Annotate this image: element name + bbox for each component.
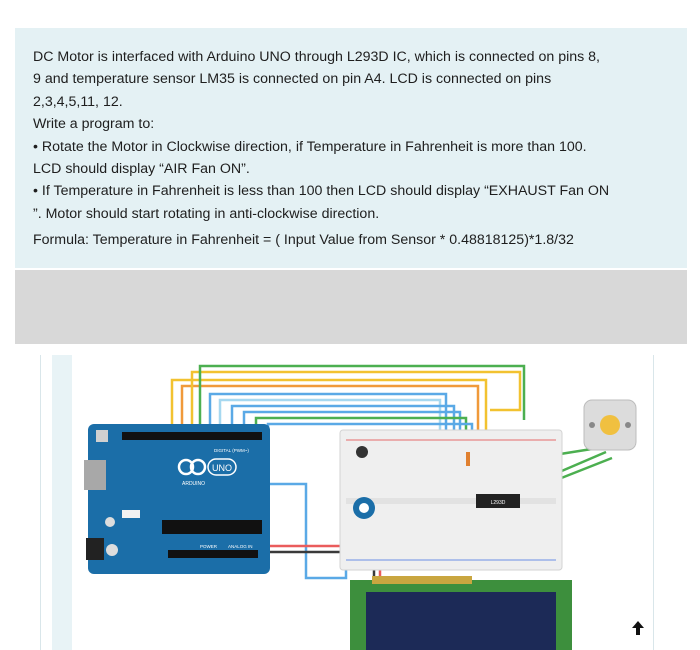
chip-label: L293D xyxy=(491,500,506,506)
left-rail xyxy=(52,355,72,650)
wire-orange-1 xyxy=(180,384,480,440)
question-line: DC Motor is interfaced with Arduino UNO … xyxy=(33,49,600,65)
wire-green-1 xyxy=(198,364,526,430)
question-line: 9 and temperature sensor LM35 is connect… xyxy=(33,71,552,88)
question-line: 2,3,4,5,11, 12. xyxy=(33,93,123,110)
arduino-brand-label: ARDUINO xyxy=(182,481,205,487)
question-line: LCD should display “AIR Fan ON”. xyxy=(33,161,250,178)
wire-blue-5 xyxy=(268,482,348,580)
arduino-uno-label: UNO xyxy=(212,463,232,473)
question-line: Write a program to: xyxy=(33,116,155,133)
gray-separator-band xyxy=(15,270,687,344)
arduino-board: UNO ARDUINO DIGITAL (PWM~) POWER ANALOG … xyxy=(84,424,270,574)
wire-lightblue-1 xyxy=(218,398,442,440)
question-line: • Rotate the Motor in Clockwise directio… xyxy=(33,138,587,155)
wire-yellow-1 xyxy=(170,378,488,440)
question-card: DC Motor is interfaced with Arduino UNO … xyxy=(15,28,687,268)
question-line: • If Temperature in Fahrenheit is less t… xyxy=(33,183,610,200)
wire-yellow-2 xyxy=(190,370,522,430)
wire-blue-3 xyxy=(242,410,462,440)
dc-motor xyxy=(583,399,637,451)
question-line: Formula: Temperature in Fahrenheit = ( I… xyxy=(33,232,574,249)
analog-label: ANALOG IN xyxy=(228,544,253,549)
lcd-display xyxy=(350,576,572,650)
up-arrow-icon[interactable] xyxy=(628,618,648,638)
question-line: ”. Motor should start rotating in anti-c… xyxy=(33,205,380,222)
digital-label: DIGITAL (PWM~) xyxy=(214,448,249,453)
power-label: POWER xyxy=(200,544,218,549)
breadboard: L293D xyxy=(339,429,563,571)
